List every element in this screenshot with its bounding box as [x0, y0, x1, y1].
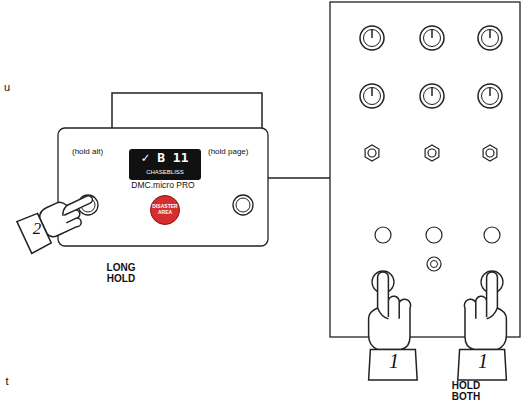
knob-cap — [482, 30, 499, 47]
footswitch-hint: (hold page) — [208, 147, 248, 156]
knob-cap — [424, 88, 441, 105]
knob-cap — [482, 88, 499, 105]
footswitch-hint: (hold alt) — [72, 147, 103, 156]
led — [375, 227, 391, 243]
toggle-shaft — [428, 149, 436, 157]
cropped-text: t — [2, 375, 12, 387]
knob-pointer — [371, 29, 373, 38]
knob-pointer — [489, 29, 491, 38]
knob-pointer — [431, 87, 433, 96]
finger-lines — [60, 203, 78, 223]
knob — [478, 26, 502, 50]
knob-cap — [364, 30, 381, 47]
footswitch-cap — [236, 198, 250, 212]
callout-number: 1 — [475, 350, 491, 372]
toggle-nut — [365, 145, 379, 161]
model-name: DMC.micro PRO — [58, 181, 268, 191]
knob-pointer — [371, 87, 373, 96]
hand — [369, 272, 418, 380]
logo-text: DISASTER AREA — [150, 204, 180, 216]
sleeve-cuff — [369, 349, 418, 380]
logo-badge: DISASTER AREA — [149, 195, 181, 225]
led — [426, 227, 442, 243]
action-label: HOLD BOTH — [440, 380, 492, 402]
knob — [360, 26, 384, 50]
toggle-switch — [427, 257, 441, 271]
footswitch — [233, 195, 253, 215]
finger-lines — [476, 301, 498, 319]
hand — [458, 272, 507, 380]
controller-pedal: (hold alt)(hold page)DMC.micro PRO✓ B 11… — [58, 128, 268, 246]
knob-cap — [424, 30, 441, 47]
knob-pointer — [431, 29, 433, 38]
hand-palm — [369, 272, 411, 349]
hand-palm — [464, 272, 506, 349]
led — [484, 227, 500, 243]
display-screen: ✓ B 11 CHASEBLISS — [129, 149, 201, 180]
toggle-shaft — [368, 149, 376, 157]
sleeve-cuff — [458, 349, 507, 380]
knob — [420, 84, 444, 108]
knob-pointer — [489, 87, 491, 96]
knob — [360, 84, 384, 108]
knob — [420, 26, 444, 50]
toggle-nut — [425, 145, 439, 161]
action-label: LONG HOLD — [98, 262, 144, 284]
finger-lines — [378, 301, 400, 319]
toggle-shaft — [486, 149, 494, 157]
display-subtext: CHASEBLISS — [129, 169, 201, 176]
display-readout: ✓ B 11 — [129, 151, 201, 166]
logo-disc — [151, 196, 180, 225]
toggle-nut — [483, 145, 497, 161]
hand — [17, 189, 103, 254]
controller-housing — [58, 128, 268, 246]
cropped-text: u — [2, 81, 12, 93]
callout-number: 2 — [29, 220, 45, 239]
knob-cap — [364, 88, 381, 105]
callout-number: 1 — [386, 350, 402, 372]
knob — [478, 84, 502, 108]
toggle-switch-core — [431, 261, 438, 268]
sleeve-cuff — [17, 212, 52, 253]
